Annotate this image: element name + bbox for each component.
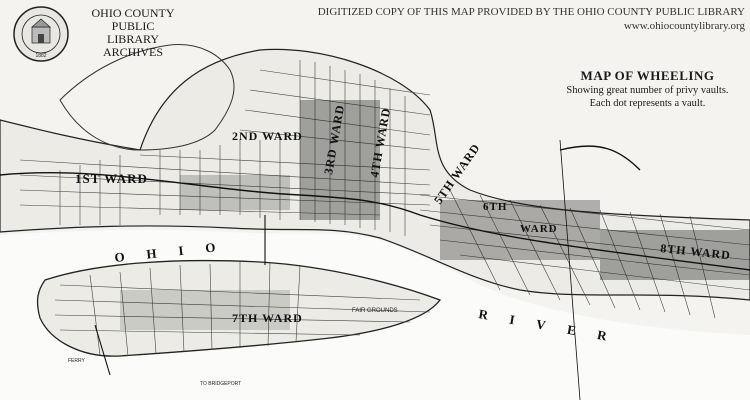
map-subtitle-2: Each dot represents a vault.	[589, 98, 706, 109]
map-title: MAP OF WHEELING	[580, 68, 715, 83]
map-title-block: MAP OF WHEELING Showing great number of …	[560, 68, 735, 110]
archive-name-line1: OHIO COUNTY PUBLIC	[91, 6, 175, 33]
bridgeport-label: TO BRIDGEPORT	[200, 381, 241, 387]
ward-2-label: 2ND WARD	[232, 129, 303, 143]
island-streets	[54, 262, 431, 357]
ward-6-word: WARD	[520, 223, 558, 235]
ward-1-label: 1ST WARD	[75, 171, 148, 186]
street-grid	[19, 60, 750, 319]
railroads	[0, 139, 750, 400]
hill-outline	[59, 44, 235, 151]
ward-6-label: 6TH	[483, 201, 507, 213]
credit-block: DIGITIZED COPY OF THIS MAP PROVIDED BY T…	[318, 5, 745, 33]
archive-name: OHIO COUNTY PUBLIC LIBRARY ARCHIVES	[78, 7, 188, 59]
wheeling-island	[36, 259, 442, 357]
svg-text:1882: 1882	[35, 53, 46, 59]
map-subtitle-1: Showing great number of privy vaults.	[566, 85, 729, 96]
fair-grounds-label: FAIR GROUNDS	[352, 308, 398, 314]
privy-vault-dots	[120, 100, 750, 330]
library-seal-icon: 1882	[13, 6, 69, 62]
credit-url: www.ohiocountylibrary.org	[623, 20, 745, 32]
ward-7-label: 7TH WARD	[232, 311, 303, 325]
bridges	[94, 215, 266, 376]
archive-name-line2: LIBRARY ARCHIVES	[102, 32, 163, 59]
credit-line1: DIGITIZED COPY OF THIS MAP PROVIDED BY T…	[317, 6, 745, 18]
ferry-label: FERRY	[68, 358, 86, 364]
